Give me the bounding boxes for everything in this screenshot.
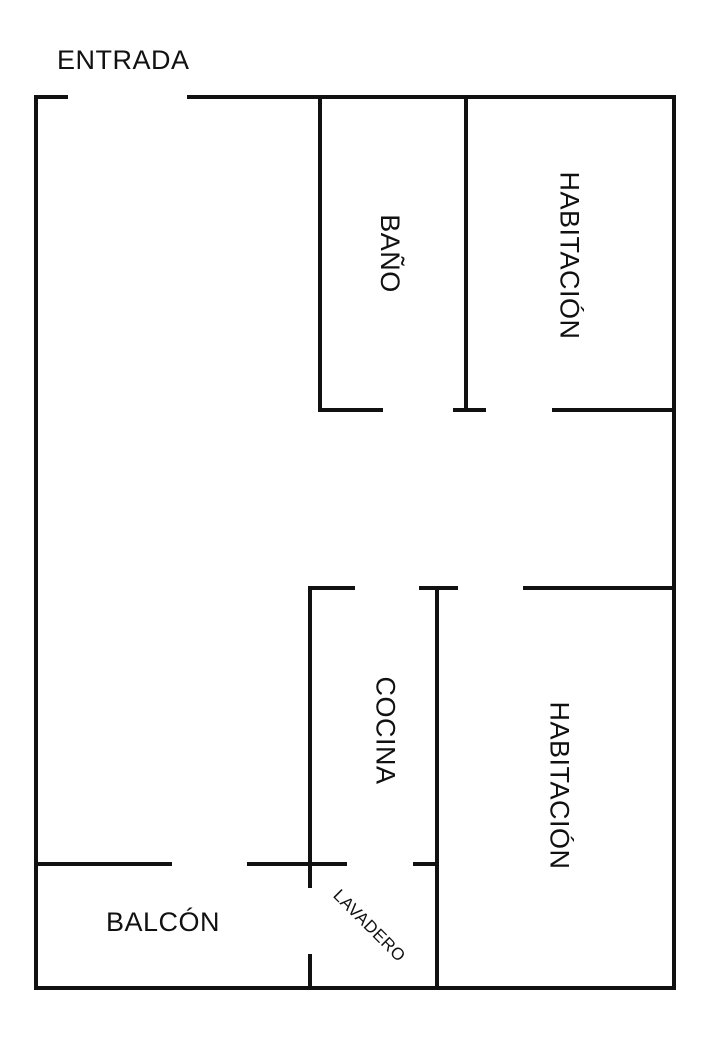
entrance-label: ENTRADA <box>57 45 190 75</box>
room-label-kitchen: COCINA <box>370 676 401 785</box>
room-label-bedroom-2: HABITACIÓN <box>544 701 575 870</box>
room-label-bathroom: BAÑO <box>374 214 405 293</box>
room-label-bedroom-1: HABITACIÓN <box>554 171 585 340</box>
room-label-balcony: BALCÓN <box>106 907 221 937</box>
